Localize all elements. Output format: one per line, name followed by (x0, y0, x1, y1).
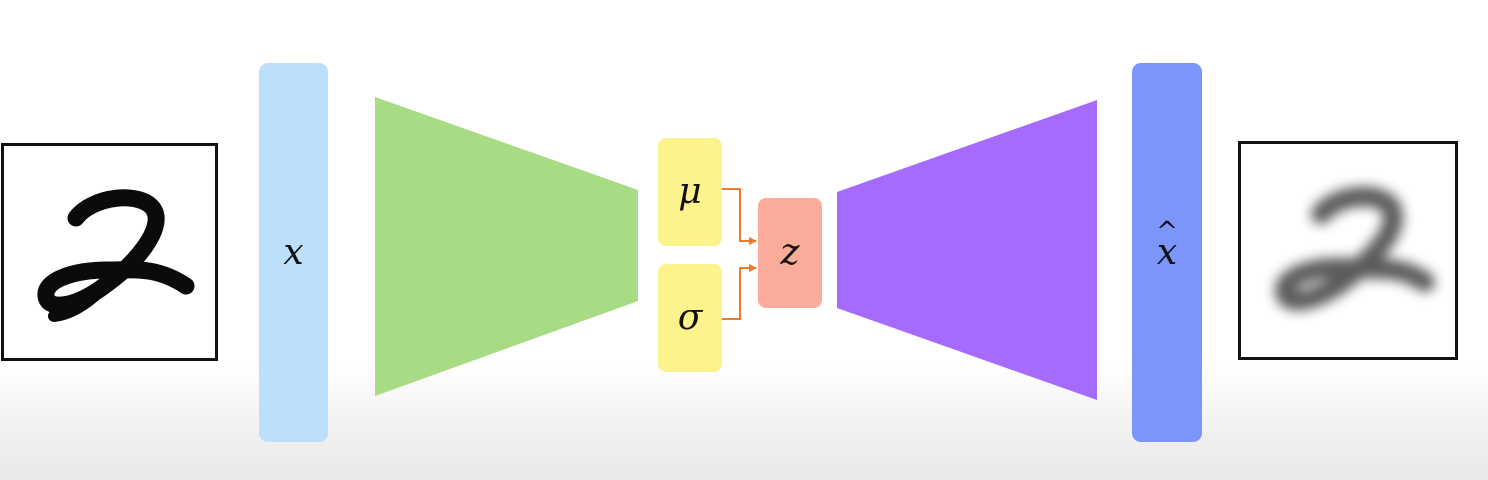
sigma-to-z-arrow (722, 264, 757, 320)
output-x-letter: x (1156, 231, 1178, 273)
encoder-trapezoid (375, 97, 638, 396)
input-layer-bar: x (259, 63, 328, 442)
decoder-trapezoid (837, 100, 1097, 400)
input-digit-image (1, 143, 218, 361)
latent-box: z (758, 198, 822, 308)
std-box: σ (658, 264, 722, 372)
output-x-hat-label: ^ x (1156, 219, 1178, 273)
blurry-digit-two-icon (1275, 186, 1435, 311)
handwritten-digit-two-icon (37, 189, 195, 322)
mean-mu-label: μ (678, 171, 702, 212)
hat-accent: ^ (1156, 216, 1178, 247)
output-digit-image (1238, 141, 1458, 360)
std-sigma-label: σ (677, 297, 703, 338)
input-x-label: x (283, 231, 304, 273)
output-layer-bar: ^ x (1132, 63, 1202, 442)
mean-box: μ (658, 138, 722, 246)
latent-z-label: z (780, 232, 800, 273)
mu-to-z-arrow (722, 188, 757, 245)
